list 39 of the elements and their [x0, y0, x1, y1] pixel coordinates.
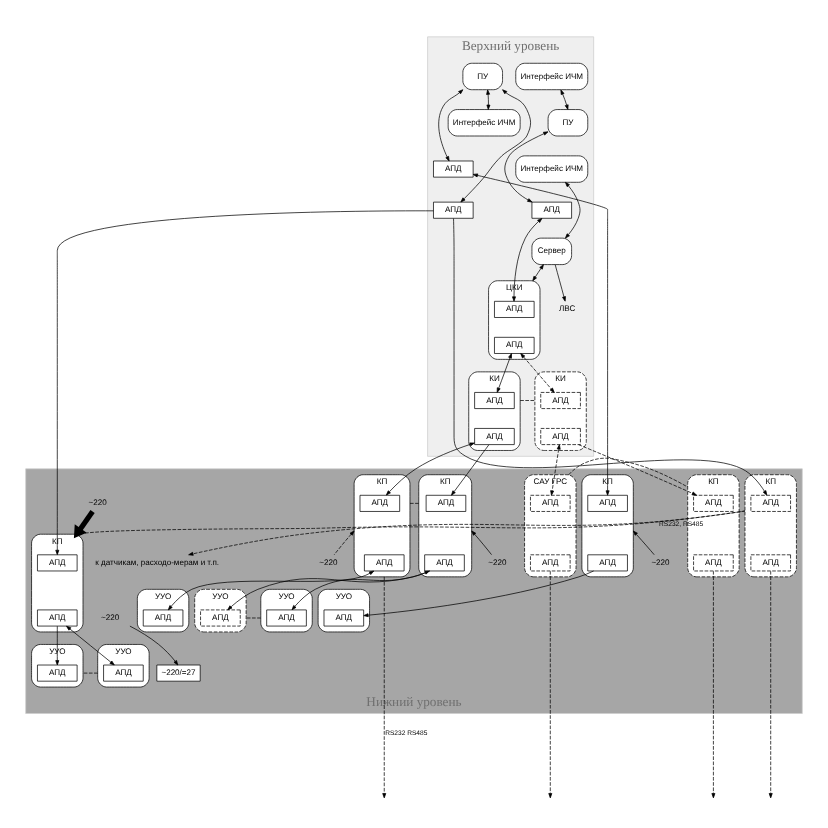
arrow	[188, 509, 746, 555]
arrow	[486, 88, 491, 109]
arrow	[565, 180, 581, 238]
connector	[568, 456, 689, 487]
arrow	[520, 352, 555, 392]
connector	[82, 671, 99, 673]
arrow	[532, 263, 544, 281]
connector	[409, 502, 420, 503]
arrow	[554, 263, 566, 301]
arrow	[504, 130, 549, 202]
connector	[519, 399, 536, 400]
arrow	[55, 209, 434, 554]
arrow	[548, 569, 553, 798]
arrow	[129, 624, 179, 665]
arrow	[73, 509, 95, 538]
arrow	[578, 443, 697, 495]
arrow	[496, 352, 512, 392]
arrow	[227, 569, 431, 610]
arrow	[438, 88, 464, 161]
arrow	[55, 624, 60, 665]
connector	[245, 616, 262, 618]
arrow	[460, 88, 531, 202]
arrow	[768, 569, 773, 798]
arrow	[385, 441, 475, 495]
arrow	[512, 217, 543, 301]
arrow	[453, 217, 768, 495]
arrow	[363, 569, 594, 617]
arrow	[472, 172, 610, 495]
arrow	[550, 443, 561, 495]
arrow	[66, 624, 115, 665]
arrow	[632, 529, 655, 555]
arrow	[382, 575, 387, 798]
arrow	[451, 443, 490, 495]
arrow	[711, 569, 716, 798]
arrow	[291, 569, 430, 610]
arrow	[167, 569, 375, 610]
arrow	[333, 529, 355, 555]
arrow	[560, 88, 569, 109]
arrow	[471, 529, 492, 555]
